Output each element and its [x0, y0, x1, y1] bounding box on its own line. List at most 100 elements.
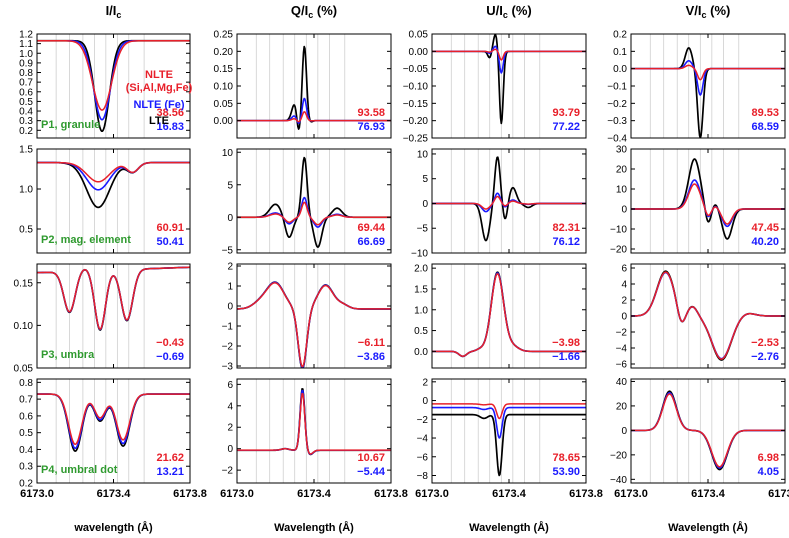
- value-label-nlte-fe: 66.69: [357, 236, 385, 248]
- series-line-nlte_full: [237, 111, 391, 123]
- y-tick-label: 20: [616, 165, 628, 176]
- row-label: P1, granule: [41, 119, 100, 131]
- y-tick-label: −0.15: [403, 99, 429, 110]
- y-tick-label: 0.5: [19, 428, 33, 439]
- x-axis-title: wavelength (Å): [73, 521, 153, 534]
- series-line-lte: [432, 413, 586, 477]
- curves: [237, 156, 391, 248]
- value-label-nlte-fe: 68.59: [751, 121, 779, 133]
- y-tick-label: 1.1: [19, 39, 33, 50]
- curves: [37, 39, 190, 133]
- y-tick-label: 1.2: [19, 30, 33, 41]
- x-tick-label: 6173.0: [415, 488, 449, 500]
- y-tick-label: 0.8: [19, 68, 33, 79]
- row-label: P3, umbra: [41, 349, 95, 361]
- y-tick-label: 0.05: [214, 99, 234, 110]
- y-tick-label: 4: [227, 401, 233, 412]
- series-line-lte: [237, 388, 391, 456]
- value-label-nlte-fe: 76.12: [552, 236, 580, 248]
- y-tick-label: 0.15: [214, 64, 234, 75]
- value-label-nlte-full: 93.58: [357, 107, 385, 119]
- y-tick-label: −2: [222, 466, 234, 477]
- y-tick-label: −2: [417, 415, 429, 426]
- value-label-nlte-full: 78.65: [552, 452, 580, 464]
- column-title-U: U/Ic (%): [486, 3, 531, 20]
- value-label-nlte-full: 69.44: [357, 222, 385, 234]
- curves: [631, 270, 785, 361]
- y-tick-label: 5: [227, 180, 233, 191]
- curves: [237, 388, 391, 456]
- y-tick-label: 0.6: [19, 87, 33, 98]
- y-tick-label: 0: [621, 205, 627, 216]
- y-tick-label: 0.05: [14, 364, 34, 375]
- curves: [432, 271, 586, 358]
- value-label-nlte-fe: −5.44: [357, 466, 386, 478]
- y-tick-label: 0: [227, 302, 233, 313]
- series-line-nlte_fe: [631, 179, 785, 228]
- value-label-nlte-fe: 40.20: [751, 236, 779, 248]
- value-label-nlte-full: 21.62: [156, 452, 184, 464]
- y-tick-label: −0.2: [607, 99, 627, 110]
- y-tick-label: −0.05: [403, 64, 429, 75]
- y-tick-label: −20: [610, 245, 627, 256]
- panel-P1-I: 0.20.30.40.50.60.70.80.91.01.11.238.5616…: [19, 30, 193, 139]
- y-tick-label: 0.15: [14, 278, 34, 289]
- y-tick-label: 0: [422, 396, 428, 407]
- value-label-nlte-fe: −1.66: [552, 351, 580, 363]
- curves: [631, 47, 785, 138]
- y-tick-label: 6: [621, 264, 627, 275]
- series-line-nlte_fe: [37, 161, 190, 191]
- y-tick-label: 0.25: [214, 30, 234, 41]
- value-label-nlte-full: 10.67: [357, 452, 385, 464]
- y-tick-label: 0.9: [19, 58, 33, 69]
- row-label: P4, umbral dot: [41, 464, 118, 476]
- y-tick-label: 1.0: [19, 185, 33, 196]
- curves: [432, 403, 586, 477]
- panel-P3-U: 0.00.51.01.52.0−3.98−1.66: [414, 263, 587, 369]
- x-tick-label: 6173.4: [691, 488, 726, 500]
- y-tick-label: 0.0: [414, 347, 428, 358]
- legend-nlte-full: NLTE: [145, 69, 173, 81]
- value-label-nlte-fe: 16.83: [156, 121, 184, 133]
- y-tick-label: 1.0: [414, 305, 428, 316]
- value-label-nlte-fe: 13.21: [156, 466, 184, 478]
- y-tick-label: 0.10: [214, 82, 234, 93]
- y-tick-label: 0.0: [613, 64, 627, 75]
- y-tick-label: 0.8: [19, 378, 33, 389]
- value-label-nlte-full: 82.31: [552, 222, 580, 234]
- y-tick-label: 2: [621, 296, 627, 307]
- y-tick-label: 0.4: [19, 107, 33, 118]
- y-tick-label: 0: [621, 426, 627, 437]
- value-label-nlte-full: −2.53: [751, 337, 779, 349]
- value-label-nlte-fe: 53.90: [552, 466, 580, 478]
- y-tick-label: 40: [616, 377, 628, 388]
- column-title-V: V/Ic (%): [686, 3, 731, 20]
- y-tick-label: −0.1: [607, 82, 627, 93]
- curves: [631, 390, 785, 471]
- y-tick-label: −6: [417, 452, 429, 463]
- x-axis-title: Wavelength (Å): [469, 521, 549, 534]
- value-label-nlte-fe: 77.22: [552, 121, 580, 133]
- y-tick-label: 0.3: [19, 462, 33, 473]
- y-tick-label: 2: [422, 377, 428, 388]
- x-tick-label: 6173.8: [768, 488, 789, 500]
- y-tick-label: 0: [227, 444, 233, 455]
- value-label-nlte-full: −0.43: [156, 337, 184, 349]
- y-tick-label: 30: [616, 145, 628, 156]
- series-line-nlte_full: [631, 64, 785, 81]
- y-tick-label: 10: [616, 185, 628, 196]
- y-tick-label: −10: [411, 249, 428, 260]
- series-line-nlte_fe: [432, 45, 586, 74]
- y-tick-label: 0.4: [19, 445, 33, 456]
- row-label: P2, mag. element: [41, 234, 131, 246]
- y-tick-label: 0.7: [19, 395, 33, 406]
- column-title-Q: Q/Ic (%): [291, 3, 337, 20]
- y-tick-label: 20: [616, 401, 628, 412]
- value-label-nlte-full: 89.53: [751, 107, 779, 119]
- y-tick-label: 0.5: [414, 326, 428, 337]
- y-tick-label: 0.00: [409, 47, 429, 58]
